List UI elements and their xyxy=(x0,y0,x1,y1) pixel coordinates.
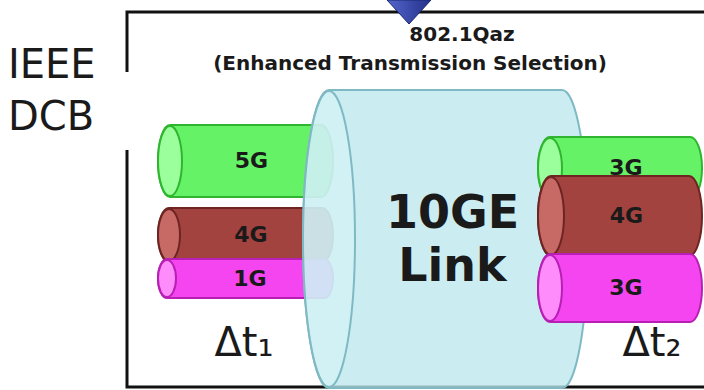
time-label: Δt₂ xyxy=(622,316,681,368)
pointer-triangle xyxy=(387,0,431,24)
bandwidth-label: 4G xyxy=(610,203,643,228)
bandwidth-label: 1G xyxy=(233,266,266,291)
traffic-cylinder: 3G xyxy=(538,254,702,322)
standard-subtitle: (Enhanced Transmission Selection) xyxy=(213,50,607,76)
cylinder-end xyxy=(158,209,180,261)
cylinder-end xyxy=(538,255,562,321)
group-label: IEEE DCB xyxy=(8,38,126,142)
time-label: Δt₁ xyxy=(214,316,273,368)
bandwidth-label: 5G xyxy=(235,148,268,173)
cylinder-end xyxy=(158,126,182,196)
cylinder-body xyxy=(538,254,702,322)
link-label: 10GE Link xyxy=(368,186,538,292)
bandwidth-label: 4G xyxy=(234,222,267,247)
cylinder-end xyxy=(538,177,564,255)
standard-title: 802.1Qaz xyxy=(409,22,514,46)
cylinder-body xyxy=(538,176,702,256)
traffic-cylinder: 4G xyxy=(538,176,702,256)
bandwidth-label: 3G xyxy=(609,275,642,300)
cylinder-end xyxy=(158,260,176,297)
cylinder-end xyxy=(303,91,355,387)
cylinder-body xyxy=(303,90,588,388)
